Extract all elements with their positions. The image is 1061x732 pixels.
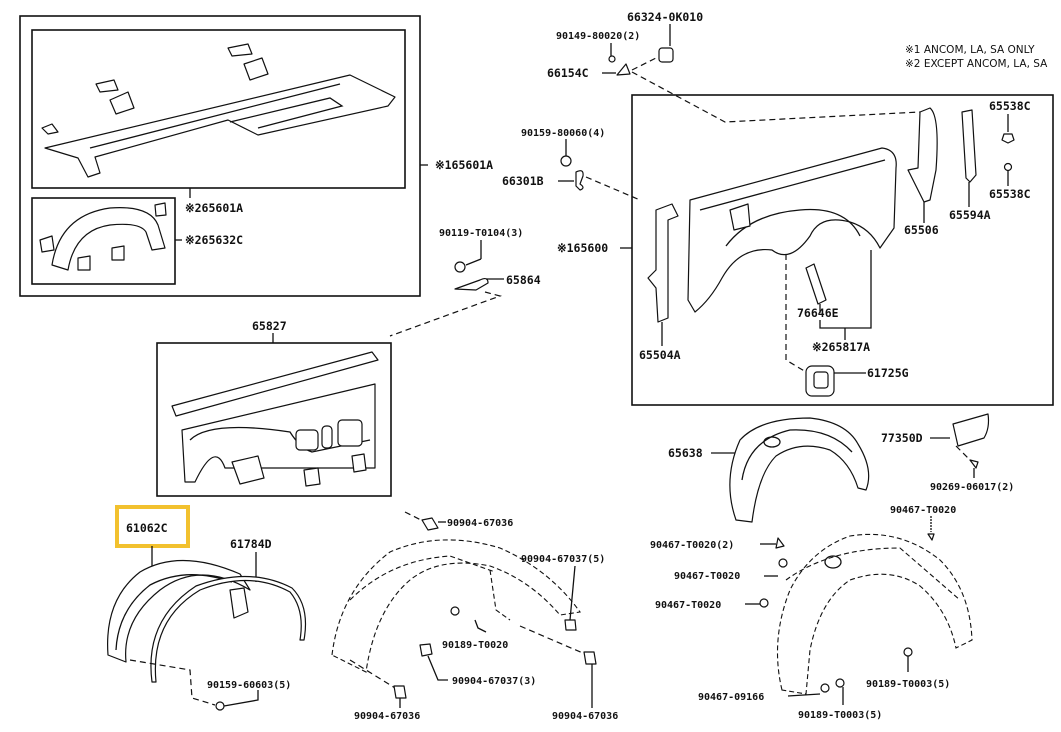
pillar-65504A-drawing[interactable] xyxy=(647,203,679,323)
reinforcement-65594A-drawing[interactable] xyxy=(961,109,977,183)
label-90904-67036-right[interactable]: 90904-67036 xyxy=(552,711,618,722)
label-65506[interactable]: 65506 xyxy=(904,223,939,237)
grommet-65538C-bottom-drawing[interactable] xyxy=(1003,162,1013,172)
label-165601A[interactable]: ※165601A xyxy=(435,158,493,172)
label-77350D[interactable]: 77350D xyxy=(881,431,923,445)
label-65504A[interactable]: 65504A xyxy=(639,348,681,362)
label-90189-T0020[interactable]: 90189-T0020 xyxy=(442,640,508,651)
label-90467-09166[interactable]: 90467-09166 xyxy=(698,692,764,703)
group-65827-frame xyxy=(156,342,392,497)
label-90119-T0104[interactable]: 90119-T0104(3) xyxy=(439,228,523,239)
label-265632C[interactable]: ※265632C xyxy=(185,233,243,247)
label-65594A[interactable]: 65594A xyxy=(949,208,991,222)
striker-65864-drawing[interactable] xyxy=(454,277,489,291)
label-90269-06017[interactable]: 90269-06017(2) xyxy=(930,482,1014,493)
wheel-liner-lower-drawing[interactable] xyxy=(776,533,973,695)
label-90159-60603[interactable]: 90159-60603(5) xyxy=(207,680,291,691)
label-90467-T0020-top[interactable]: 90467-T0020 xyxy=(890,505,956,516)
flare-molding-61784D-drawing[interactable] xyxy=(150,575,307,683)
subframe-265601A xyxy=(31,29,406,189)
bolt-90149-drawing[interactable] xyxy=(608,55,616,63)
wheel-house-drawing[interactable] xyxy=(39,202,167,271)
clip-66324-drawing[interactable] xyxy=(658,47,674,63)
label-90467-T0020-2[interactable]: 90467-T0020(2) xyxy=(650,540,734,551)
label-66301B[interactable]: 66301B xyxy=(502,174,544,188)
rear-fender-drawing[interactable] xyxy=(687,147,897,313)
bolt-90119-drawing[interactable] xyxy=(454,261,466,273)
clip-90904-67036-right-drawing[interactable] xyxy=(583,651,597,665)
group-165600-frame xyxy=(631,94,1054,406)
label-165600[interactable]: ※165600 xyxy=(557,241,608,255)
label-265817A[interactable]: ※265817A xyxy=(812,340,870,354)
subframe-265632C xyxy=(31,197,176,285)
fuel-lid-77350D-drawing[interactable] xyxy=(952,413,990,447)
label-90904-67036-left[interactable]: 90904-67036 xyxy=(354,711,420,722)
group-165601A xyxy=(19,15,428,297)
mud-guard-liner-drawing[interactable] xyxy=(331,539,581,673)
clip-90467-09166-drawing[interactable] xyxy=(820,683,830,693)
label-61784D[interactable]: 61784D xyxy=(230,537,272,551)
wheel-flare-61062C-drawing[interactable] xyxy=(107,559,251,663)
bracket-66154C-drawing[interactable] xyxy=(616,63,631,76)
label-90904-67037-3[interactable]: 90904-67037(3) xyxy=(452,676,536,687)
label-90149-80020[interactable]: 90149-80020(2) xyxy=(556,31,640,42)
bracket-76646E-drawing[interactable] xyxy=(805,263,827,305)
screw-90269-drawing[interactable] xyxy=(969,459,979,469)
group-frame xyxy=(19,15,421,297)
clip-90904-67036-left-drawing[interactable] xyxy=(393,685,407,699)
clip-90904-67037-3-drawing[interactable] xyxy=(419,643,433,657)
hook-66301B-drawing[interactable] xyxy=(575,170,584,191)
deck-rail-drawing[interactable] xyxy=(41,43,396,178)
note-1: ※1 ANCOM, LA, SA ONLY xyxy=(905,44,1035,56)
label-90467-T0020-mid[interactable]: 90467-T0020 xyxy=(674,571,740,582)
label-90904-67036-top[interactable]: 90904-67036 xyxy=(447,518,513,529)
label-65864[interactable]: 65864 xyxy=(506,273,541,287)
bed-side-panel-drawing[interactable] xyxy=(171,351,379,487)
tail-bracket-65506-drawing[interactable] xyxy=(907,107,938,203)
note-2: ※2 EXCEPT ANCOM, LA, SA xyxy=(905,58,1048,70)
screw-90189-T0003-right-drawing[interactable] xyxy=(903,647,913,657)
screw-90189-T0003-bottom-drawing[interactable] xyxy=(835,678,845,688)
label-90159-80060[interactable]: 90159-80060(4) xyxy=(521,128,605,139)
label-90189-T0003-right[interactable]: 90189-T0003(5) xyxy=(866,679,950,690)
label-90189-T0003-bottom[interactable]: 90189-T0003(5) xyxy=(798,710,882,721)
label-76646E[interactable]: 76646E xyxy=(797,306,839,320)
label-90904-67037-5[interactable]: 90904-67037(5) xyxy=(521,554,605,565)
screw-90159-60603-drawing[interactable] xyxy=(215,701,225,711)
label-265601A[interactable]: ※265601A xyxy=(185,201,243,215)
label-66324-0K010[interactable]: 66324-0K010 xyxy=(627,10,703,24)
nut-65538C-top-drawing[interactable] xyxy=(1001,133,1015,144)
label-65827[interactable]: 65827 xyxy=(252,319,287,333)
wheel-liner-65638-drawing[interactable] xyxy=(729,417,870,523)
label-90467-T0020-low[interactable]: 90467-T0020 xyxy=(655,600,721,611)
label-61725G[interactable]: 61725G xyxy=(867,366,909,380)
label-65538C-top[interactable]: 65538C xyxy=(989,99,1031,113)
label-61062C[interactable]: 61062C xyxy=(126,521,168,535)
clip-90904-67036-top-drawing[interactable] xyxy=(421,517,439,531)
label-65638[interactable]: 65638 xyxy=(668,446,703,460)
label-65538C-bottom[interactable]: 65538C xyxy=(989,187,1031,201)
label-66154C[interactable]: 66154C xyxy=(547,66,589,80)
nut-90159-80060-drawing[interactable] xyxy=(560,155,572,167)
